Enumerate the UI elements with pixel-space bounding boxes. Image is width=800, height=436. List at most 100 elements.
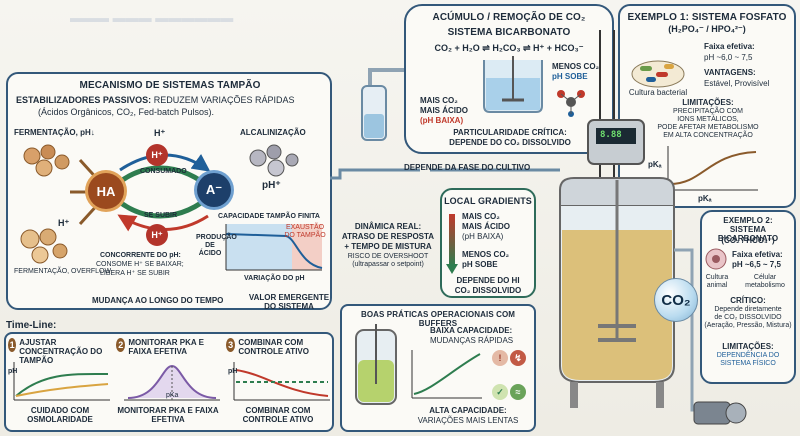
small-vessel-icon — [361, 85, 387, 141]
lg-more-co2: MAIS CO₂ — [462, 212, 500, 221]
ex2-critical-label: CRÍTICO: — [730, 296, 766, 305]
ex2-range-label: Faixa efetiva: — [732, 250, 783, 259]
example1-formula: (H₂PO₄⁻ / HPO₄²⁻) — [668, 24, 746, 34]
cultivation-phase-label: DEPENDE DA FASE DO CULTIVO — [404, 163, 531, 172]
ex1-range-value: pH ~6,0 ~ 7,5 — [704, 53, 753, 62]
local-gradients-panel — [440, 188, 536, 298]
finite-capacity-label: CAPACIDADE TAMPÃO FINITA — [218, 213, 320, 220]
reactor-display: 8.88 — [600, 130, 622, 140]
ph-plus-label: pH⁺ — [262, 180, 281, 191]
lg-more-acid: MAIS ÁCIDO — [462, 222, 510, 231]
ex2-critical-2: de CO₂ DISSOLVIDO — [714, 314, 782, 321]
connecting-pipes — [330, 68, 560, 180]
ex1-axis-y: pKₐ — [648, 160, 662, 169]
ex1-limits-4: EM ALTA CONCENTRAÇÃO — [663, 132, 753, 139]
ex1-advantages-value: Estável, Provisível — [704, 79, 770, 88]
consumed-label: CONSUMADO — [140, 168, 187, 175]
ex2-limits-2: SISTEMA FÍSICO — [720, 360, 776, 367]
ex2-limits-1: DEPENDÊNCIA DO — [716, 352, 780, 359]
fermentation-overflow-label: FERMENTAÇÃO, OVERFLOW — [14, 268, 112, 275]
ex2-range-value: pH ~6,5 ~ 7,5 — [732, 260, 781, 269]
dynamics-line-4: RISCO DE OVERSHOOT — [347, 253, 429, 260]
alkalinization-label: ALCALINIZAÇÃO — [240, 128, 306, 137]
slow-change-icon: ≈ — [510, 384, 526, 400]
acc-more-co2: MAIS CO₂ — [420, 96, 458, 105]
step-1-number: 1 — [8, 338, 17, 352]
step-1-footer: CUIDADO COM OSMOLARIDADE — [27, 406, 93, 424]
step-3-number: 3 — [226, 338, 236, 352]
bioreactor-illustration — [559, 30, 710, 412]
acc-less-co2: MENOS CO₂ — [552, 62, 600, 71]
ex2-critical-3: (Aeração, Pressão, Mistura) — [704, 322, 792, 329]
dynamics-line-2: ATRASO DE RESPOSTA — [341, 232, 435, 241]
step-2-chart — [124, 364, 220, 401]
acc-ph-low: (pH BAIXA) — [420, 116, 464, 125]
ex1-range-label: Faixa efetiva: — [704, 42, 755, 51]
acc-critical-text: DEPENDE DO CO₂ DISSOLVIDO — [449, 138, 571, 147]
practices-panel — [340, 304, 536, 432]
example2-panel — [700, 210, 796, 384]
acc-ph-rises: pH SOBE — [552, 72, 588, 81]
buffer-capacity-chart — [225, 224, 323, 271]
timeline-step-1-title: 1 AJUSTAR CONCENTRAÇÃO DO TAMPÃO — [8, 338, 112, 365]
production-axis-label: PRODUÇÃO DE ÁCIDO — [196, 234, 237, 257]
example2-subtitle: SISTEMA BICARBONATO — [717, 225, 779, 243]
accumulation-subtitle: SISTEMA BICARBONATO — [447, 27, 571, 38]
dynamics-line-1: DINÂMICA REAL: — [354, 222, 422, 231]
local-gradients-title: LOCAL GRADIENTS — [444, 196, 532, 206]
fermenting-cells-icon — [23, 144, 70, 177]
ex1-advantages-label: VANTAGENS: — [704, 68, 756, 77]
step-2-title: MONITORAR PKA E FAIXA EFETIVA — [128, 338, 204, 356]
passive-text: REDUZEM VARIAÇÕES RÁPIDAS — [153, 95, 295, 105]
ph-variation-axis-label: VARIAÇÃO DO pH — [244, 275, 305, 282]
step-3-footer: COMBINAR COM CONTROLE ATIVO — [242, 406, 314, 424]
acc-critical-title: PARTICULARIDADE CRÍTICA: — [453, 128, 567, 137]
high-capacity-1: ALTA CAPACIDADE: — [429, 406, 507, 415]
competitor-title: CONCORRENTE DO pH: — [100, 252, 181, 259]
over-time-label: MUDANÇA AO LONGO DO TEMPO — [92, 296, 224, 305]
acc-more-acid: MAIS ÁCIDO — [420, 106, 468, 115]
passive-label: ESTABILIZADORES PASSIVOS: — [16, 95, 152, 105]
step-1-title: AJUSTAR CONCENTRAÇÃO DO TAMPÃO — [19, 338, 103, 365]
ex1-limits-3: PODE AFETAR METABOLISMO — [657, 124, 759, 131]
step-2-number: 2 — [116, 338, 126, 352]
animal-cell-icon — [705, 248, 727, 270]
passive-sub: (Ácidos Orgânicos, CO₂, Fed-batch Pulsos… — [38, 107, 215, 117]
timeline-pka-label: pKa — [166, 392, 179, 399]
fermentation-ph-label: FERMENTAÇÃO, pH↓ — [14, 128, 95, 137]
ex1-limits-2: IONS METÁLICOS, — [677, 116, 739, 123]
step-3-title: COMBINAR COM CONTROLE ATIVO — [238, 338, 309, 356]
exhaustion-label: EXAUSTÃO DO TAMPÃO — [284, 224, 326, 239]
pump-icon — [693, 401, 747, 425]
timeline-ph-axis-3: pH — [228, 368, 238, 375]
timeline-step-2-title: 2 MONITORAR PKA E FAIXA EFETIVA — [116, 338, 220, 356]
culture-label: Cultura bacterial — [628, 88, 688, 97]
high-capacity-2: VARIAÇÕES MAIS LENTAS — [417, 416, 519, 425]
mechanism-title: MECANISMO DE SISTEMAS TAMPÃO — [79, 80, 261, 91]
ex2-animal-label: Cultura animal — [705, 274, 729, 289]
h-plus-top: H⁺ — [146, 144, 168, 166]
overflow-cells-icon — [20, 228, 68, 264]
low-capacity-1: BAIXA CAPACIDADE: — [430, 326, 513, 335]
stirred-beaker-icon — [483, 56, 543, 113]
practices-reactor-icon — [355, 324, 397, 405]
timeline-title: Time-Line: — [6, 320, 57, 331]
step-3-chart — [233, 362, 330, 401]
timeline-step-3-title: 3 COMBINAR COM CONTROLE ATIVO — [226, 338, 330, 356]
alert-icon: ↯ — [510, 350, 526, 366]
accumulation-title: ACÚMULO / REMOÇÃO DE CO₂ — [432, 12, 586, 23]
capacity-chart — [411, 350, 482, 399]
low-capacity-2: MUDANÇAS RÁPIDAS — [430, 336, 514, 345]
step-1-chart — [13, 362, 110, 401]
competitor-line-2: LIBERA H⁺ SE SUBIR — [100, 270, 170, 277]
h-plus-bottom: H⁺ — [146, 224, 168, 246]
ex1-limits-label: LIMITAÇÕES: — [682, 98, 734, 107]
ex1-limits-1: PRECIPITAÇÃO COM — [673, 108, 743, 115]
gradient-arrow — [446, 214, 458, 274]
alkaline-cells-icon — [249, 144, 299, 177]
h-plus-label-top: H⁺ — [154, 128, 166, 138]
co2-bubble: CO₂ — [654, 278, 698, 322]
example2-title: EXEMPLO 2: — [723, 216, 773, 225]
fast-change-icon: ! — [492, 350, 508, 366]
